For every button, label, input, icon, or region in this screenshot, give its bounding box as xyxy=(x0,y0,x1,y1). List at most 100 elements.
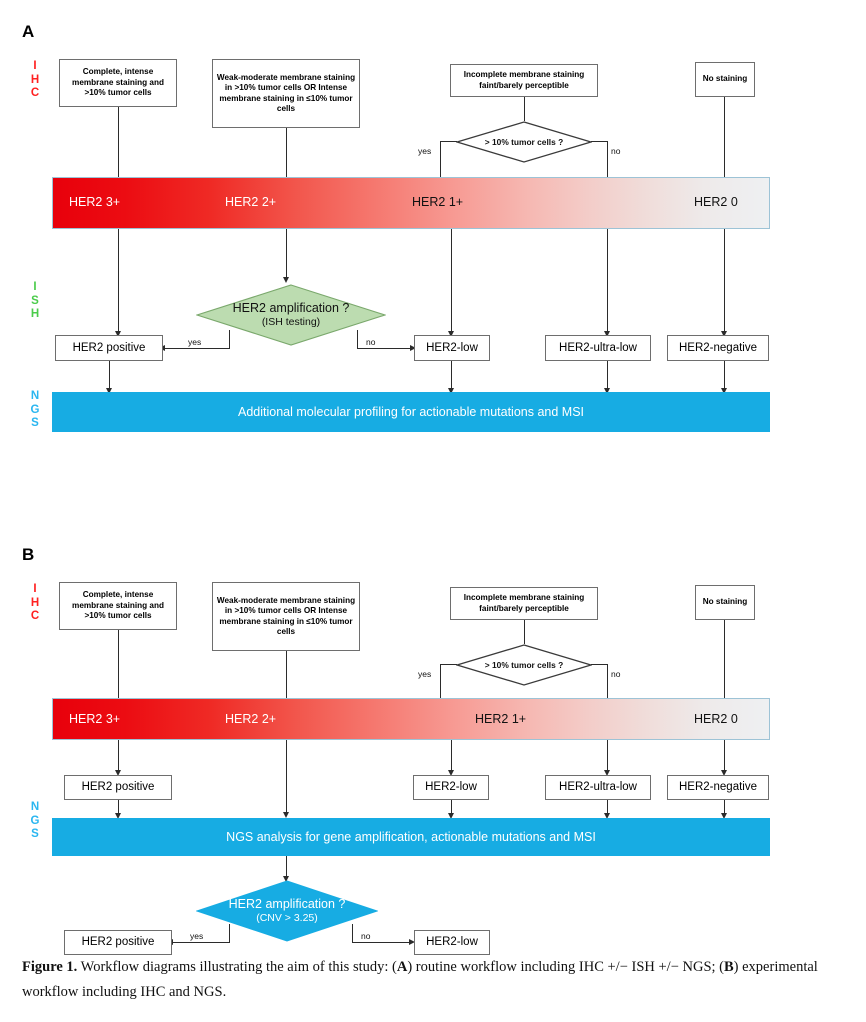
panel-b-dec-no-h xyxy=(591,664,608,666)
figure-caption: Figure 1. Workflow diagrams illustrating… xyxy=(22,955,846,1005)
caption-part-1: Workflow diagrams illustrating the aim o… xyxy=(77,959,397,975)
panel-b-line-3plus-to-bar xyxy=(118,630,120,698)
panel-a-her2-spectrum-bar xyxy=(52,177,770,229)
caption-label-a: A xyxy=(396,959,408,975)
panel-a-line-ultralow-to-ngs xyxy=(607,361,609,390)
panel-b-line-2plus-to-bar xyxy=(286,651,288,698)
panel-a-ihc-side-label: I H C xyxy=(24,60,46,101)
panel-a-result-her2-positive: HER2 positive xyxy=(55,335,163,361)
panel-a-ihc-criteria-2plus: Weak-moderate membrane staining in >10% … xyxy=(212,59,360,128)
panel-a: A I H C I S H N G S Complete, intense me… xyxy=(22,22,770,432)
panel-a-line-negative-to-ngs xyxy=(724,361,726,390)
panel-b-line-1plus-to-decision xyxy=(524,620,526,644)
panel-a-ngs-side-label: N G S xyxy=(24,390,46,431)
panel-b-line-bar-to-ultralow xyxy=(607,740,609,772)
panel-a-arrow-low-to-ngs xyxy=(448,388,454,394)
panel-b-ngs-bar: NGS analysis for gene amplification, act… xyxy=(52,818,770,856)
diamond-shape-icon xyxy=(196,880,378,942)
ihc-letter-h: H xyxy=(30,596,40,609)
panel-a-dec-yes-h xyxy=(440,141,457,143)
panel-b-line-bar-to-low xyxy=(451,740,453,772)
panel-a-dec-yes-label: yes xyxy=(418,146,432,156)
caption-part-3: ) experimental workflow including IHC an… xyxy=(22,959,818,1000)
panel-a-line-bar-to-ish xyxy=(286,229,288,279)
panel-a-arrow-bar-to-positive xyxy=(115,331,121,337)
panel-b-arrow-bar-to-positive xyxy=(115,770,121,776)
panel-a-decision-text: > 10% tumor cells ? xyxy=(484,137,564,147)
panel-a-dec-no-v xyxy=(607,141,609,177)
panel-a-line-bar-to-positive xyxy=(118,229,120,333)
panel-b-line-zero-to-bar xyxy=(724,620,726,698)
panel-b-result-her2-negative: HER2-negative xyxy=(667,775,769,800)
panel-a-ihc-criteria-3plus: Complete, intense membrane staining and … xyxy=(59,59,177,107)
ihc-letter-i: I xyxy=(33,583,37,595)
panel-b-arrow-low-to-ngs xyxy=(448,813,454,819)
panel-b-dec-yes-h xyxy=(440,664,457,666)
panel-b-line-ultralow-to-ngs xyxy=(607,800,609,816)
panel-a-arrow-positive-to-ngs xyxy=(106,388,112,394)
ish-letter-i: I xyxy=(33,281,37,293)
panel-a-line-2plus-to-bar xyxy=(286,128,288,177)
panel-b-line-low-to-ngs xyxy=(451,800,453,816)
panel-b-ngs-no-arrow xyxy=(409,939,415,945)
panel-b-ngs-diamond-line2: (CNV > 3.25) xyxy=(256,912,318,924)
ihc-letter-c: C xyxy=(30,610,40,622)
panel-a-arrow-bar-to-ultralow xyxy=(604,331,610,337)
ngs-letter-g: G xyxy=(30,814,40,827)
panel-a-letter: A xyxy=(22,22,35,41)
panel-a-ish-side-label: I S H xyxy=(24,281,46,322)
ngs-letter-s: S xyxy=(31,417,39,429)
panel-a-ish-no-v xyxy=(357,330,359,349)
panel-b-spectrum-label-3plus: HER2 3+ xyxy=(69,712,121,726)
panel-a-dec-no-label: no xyxy=(611,146,621,156)
panel-a-ish-yes-label: yes xyxy=(188,337,202,347)
panel-b-line-ngs-to-diamond xyxy=(286,856,288,879)
panel-b-ihc-criteria-2plus: Weak-moderate membrane staining in >10% … xyxy=(212,582,360,651)
ngs-letter-n: N xyxy=(30,390,40,402)
panel-b-result-her2-ultra-low: HER2-ultra-low xyxy=(545,775,651,800)
panel-a-line-1plus-to-decision xyxy=(524,97,526,121)
panel-b-arrow-bar-to-low xyxy=(448,770,454,776)
panel-b-dec-yes-v xyxy=(440,664,442,698)
panel-b-spectrum-label-zero: HER2 0 xyxy=(694,712,738,726)
caption-part-2: ) routine workflow including IHC +/− ISH… xyxy=(407,959,724,975)
panel-b-result-her2-low: HER2-low xyxy=(413,775,489,800)
panel-b-line-bar-to-negative xyxy=(724,740,726,772)
panel-b-line-bar-to-ngs xyxy=(286,740,288,814)
panel-a-dec-yes-v xyxy=(440,141,442,177)
panel-b-letter: B xyxy=(22,545,35,564)
panel-a-arrow-bar-to-low xyxy=(448,331,454,337)
panel-b-ngs-diamond-text: HER2 amplification ? (CNV > 3.25) xyxy=(229,897,346,925)
panel-a-ihc-criteria-1plus: Incomplete membrane staining faint/barel… xyxy=(450,64,598,97)
panel-a-ihc-criteria-zero: No staining xyxy=(695,62,755,97)
panel-b: B I H C N G S Complete, intense membrane… xyxy=(0,520,866,955)
panel-b-ihc-criteria-3plus: Complete, intense membrane staining and … xyxy=(59,582,177,630)
ngs-letter-g: G xyxy=(30,403,40,416)
panel-b-ngs-diamond: HER2 amplification ? (CNV > 3.25) xyxy=(196,880,378,942)
panel-b-ngs-no-label: no xyxy=(361,931,371,941)
panel-b-ngs-diamond-line1: HER2 amplification ? xyxy=(228,897,346,911)
panel-b-arrow-ngs-to-diamond xyxy=(283,876,289,882)
panel-b-line-negative-to-ngs xyxy=(724,800,726,816)
panel-b-decision-diamond: > 10% tumor cells ? xyxy=(456,644,592,686)
panel-a-result-her2-low: HER2-low xyxy=(414,335,490,361)
caption-figure-number: Figure 1. xyxy=(22,959,78,975)
panel-b-final-her2-positive: HER2 positive xyxy=(64,930,172,955)
panel-a-spectrum-label-2plus: HER2 2+ xyxy=(225,195,277,209)
panel-b-dec-no-v xyxy=(607,664,609,698)
panel-a-ish-diamond-text: HER2 amplification ? (ISH testing) xyxy=(233,301,350,329)
panel-a-line-bar-to-low xyxy=(451,229,453,333)
panel-a-decision-diamond: > 10% tumor cells ? xyxy=(456,121,592,163)
panel-b-spectrum-label-2plus: HER2 2+ xyxy=(225,712,277,726)
panel-a-dec-no-h xyxy=(591,141,608,143)
panel-a-result-her2-ultra-low: HER2-ultra-low xyxy=(545,335,651,361)
panel-b-ihc-criteria-1plus: Incomplete membrane staining faint/barel… xyxy=(450,587,598,620)
panel-a-ish-no-arrow xyxy=(410,345,416,351)
panel-a-result-her2-negative: HER2-negative xyxy=(667,335,769,361)
panel-a-line-zero-to-bar xyxy=(724,97,726,177)
panel-b-her2-spectrum-bar xyxy=(52,698,770,740)
diamond-shape-icon xyxy=(456,644,592,686)
ngs-letter-s: S xyxy=(31,828,39,840)
panel-b-spectrum-label-1plus: HER2 1+ xyxy=(475,712,527,726)
panel-b-ngs-yes-label: yes xyxy=(190,931,204,941)
